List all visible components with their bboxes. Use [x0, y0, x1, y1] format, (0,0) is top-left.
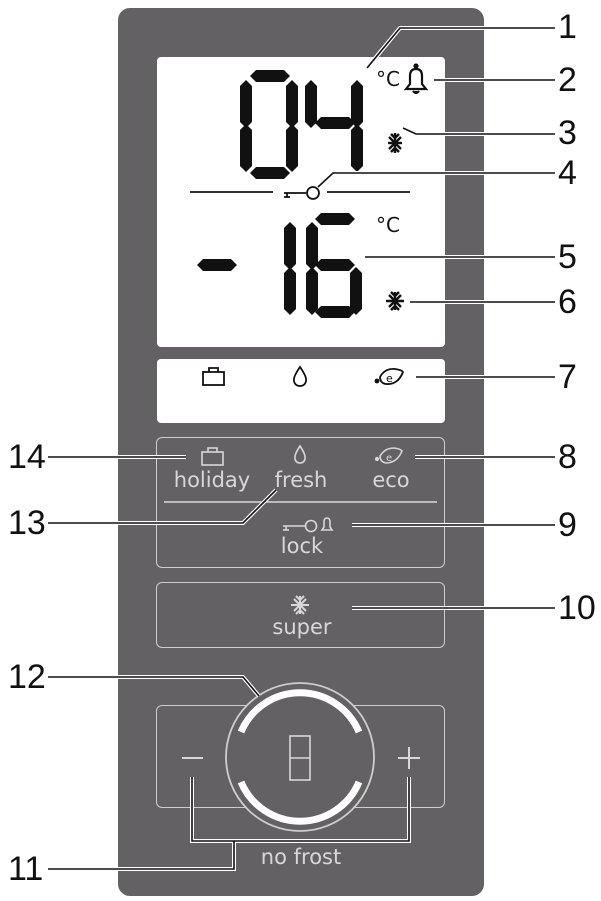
eco-button-icon: e	[374, 447, 403, 464]
alarm-bell-icon	[403, 63, 429, 95]
eco-button[interactable]: eco	[372, 468, 410, 492]
callout-11: 11	[8, 850, 44, 888]
callout-12: 12	[8, 658, 46, 696]
freezer-temp-digits	[197, 213, 362, 318]
no-frost-label: no frost	[260, 845, 342, 869]
compartment-select-button[interactable]	[225, 682, 375, 832]
fridge-unit: °C	[376, 67, 400, 91]
lock-button[interactable]: lock	[280, 534, 324, 558]
holiday-indicator-icon	[202, 367, 225, 386]
plus-icon[interactable]	[398, 747, 420, 769]
callout-3: 3	[558, 114, 577, 152]
callout-13: 13	[8, 504, 46, 542]
svg-text:e: e	[386, 372, 393, 385]
super-button[interactable]	[156, 582, 445, 648]
freezer-snowflake-icon	[386, 291, 404, 311]
callout-6: 6	[558, 283, 577, 321]
callout-5: 5	[558, 238, 577, 276]
callout-lines	[48, 26, 555, 871]
callout-8: 8	[558, 438, 577, 476]
callout-10: 10	[558, 589, 596, 627]
svg-text:e: e	[386, 453, 392, 464]
callout-1: 1	[558, 8, 577, 46]
callout-14: 14	[8, 438, 46, 476]
callout-4: 4	[558, 154, 577, 192]
fresh-button-icon	[294, 444, 306, 464]
callout-7: 7	[558, 358, 577, 396]
holiday-button[interactable]: holiday	[173, 468, 251, 492]
mode-button-group	[156, 437, 445, 568]
freezer-unit: °C	[376, 213, 400, 237]
fridge-cooling-snowflake-icon	[388, 133, 402, 153]
callout-9: 9	[558, 506, 577, 544]
lock-key-indicator-icon	[190, 186, 410, 200]
super-button-label: super	[272, 615, 332, 639]
fresh-button[interactable]: fresh	[274, 468, 328, 492]
eco-indicator-icon: e	[374, 368, 404, 385]
callout-2: 2	[558, 61, 577, 99]
fresh-indicator-icon	[292, 365, 308, 387]
fridge-temp-digits	[240, 70, 363, 179]
super-freeze-snowflake-icon	[291, 595, 309, 615]
holiday-button-icon	[201, 447, 224, 466]
lock-button-icon	[283, 517, 334, 533]
